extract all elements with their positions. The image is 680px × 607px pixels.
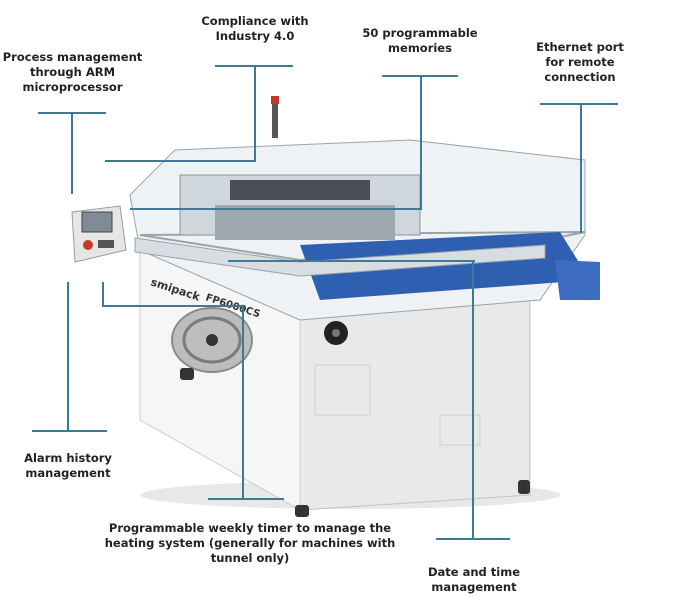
callout-line-timer-h	[102, 305, 244, 307]
callout-line-timer-h2	[208, 498, 284, 500]
callout-line-timer-v1	[102, 282, 104, 306]
callout-line-timer-v2	[242, 305, 244, 500]
callout-line-industry-v	[254, 65, 256, 160]
callout-line-process-v	[71, 112, 73, 194]
emergency-stop-button	[83, 240, 93, 250]
callout-line-datetime-v	[472, 260, 474, 540]
callout-line-memories-v	[420, 75, 422, 210]
callout-line-ethernet-v	[580, 103, 582, 233]
callout-line-datetime-h1	[228, 260, 475, 262]
callout-line-industry-h2	[105, 160, 256, 162]
callout-line-alarm-v	[67, 282, 69, 430]
callout-line-datetime-h2	[436, 538, 510, 540]
callout-line-ethernet-h	[540, 103, 618, 105]
callout-line-alarm-h	[32, 430, 107, 432]
callout-line-memories-h2	[130, 208, 422, 210]
